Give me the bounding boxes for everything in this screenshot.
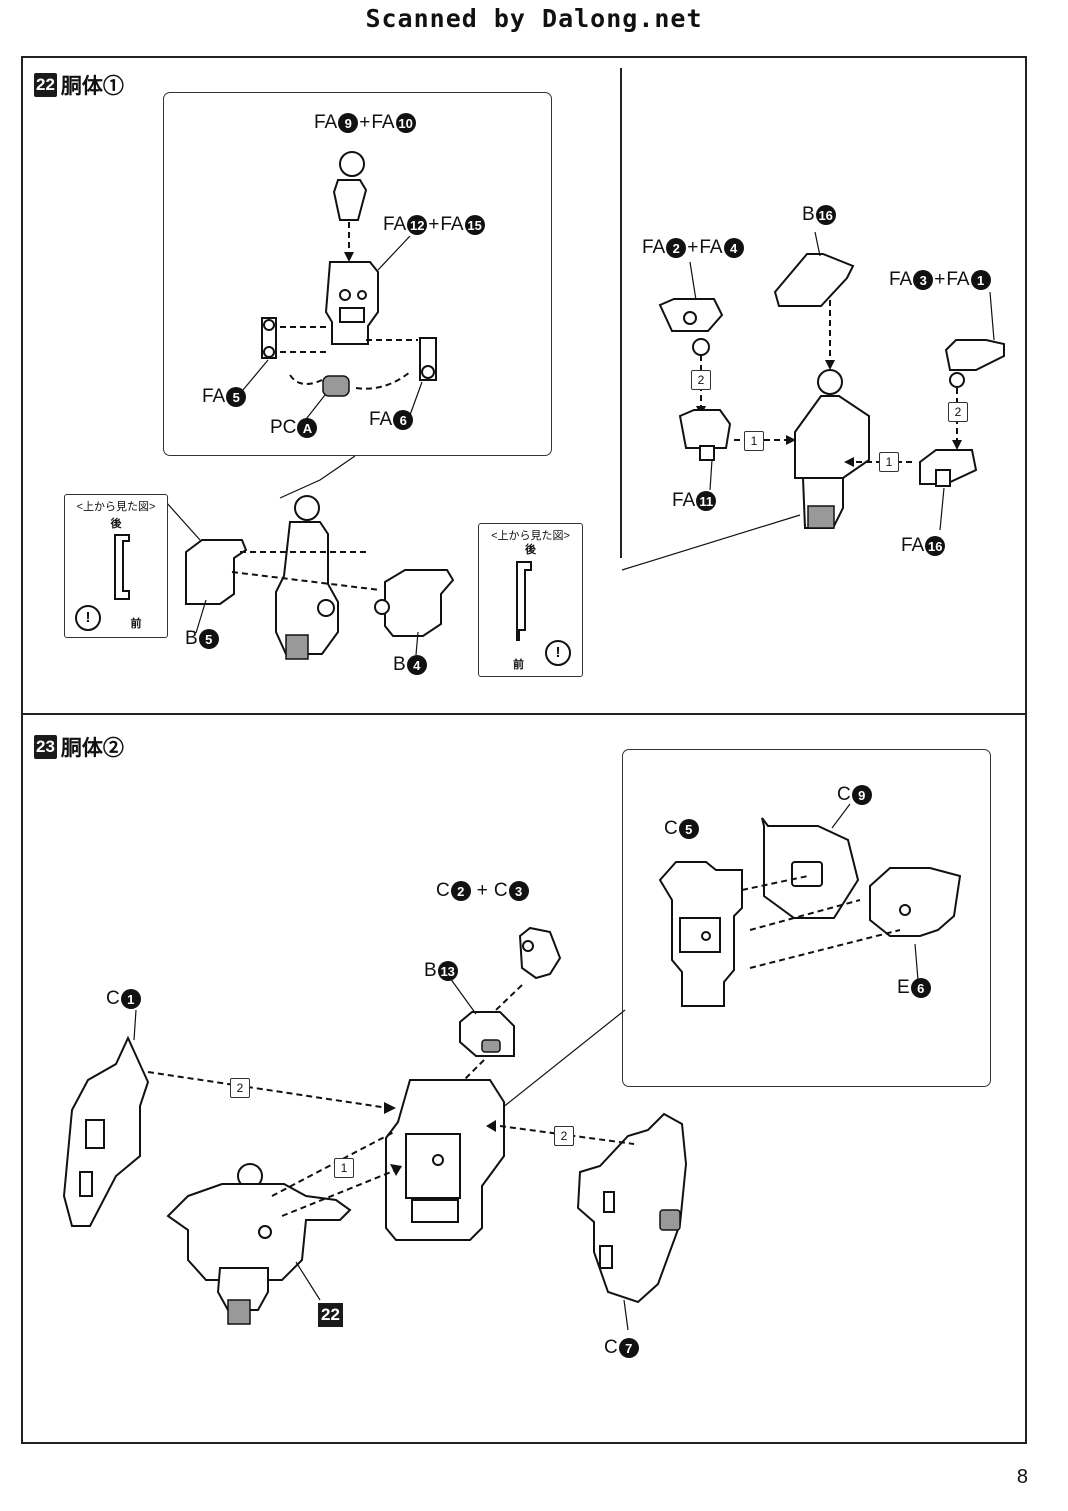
step22-fa11-part (678, 409, 732, 461)
step22-b5-part (185, 539, 248, 605)
step23-heading: 23 胴体② (34, 732, 124, 762)
step22-fa2-fa4-part (658, 298, 724, 356)
step23-badge: 23 (34, 735, 57, 759)
order-marker: 2 (691, 370, 711, 390)
step22-b16-part (773, 253, 855, 307)
inset22-pca-part (322, 375, 350, 397)
top-view-front: 前 (513, 659, 524, 671)
step23-b13-part (459, 1011, 515, 1057)
caution-icon: ! (545, 640, 571, 666)
top-view-box-left: <上から見た図> 後 ! 前 (64, 494, 168, 638)
step22-reference-badge: 22 (318, 1303, 343, 1327)
top-view-front: 前 (130, 618, 142, 630)
top-view-back: 後 (110, 518, 122, 530)
watermark: Scanned by Dalong.net (365, 4, 703, 33)
caution-icon: ! (75, 605, 101, 631)
order-marker: 2 (554, 1126, 574, 1146)
page-frame (21, 56, 1027, 1444)
step22-column-divider (620, 68, 622, 558)
step22-torso-frame (275, 495, 339, 660)
inset23-e6-part (869, 867, 962, 937)
step23-c7-part (576, 1112, 688, 1304)
step22-b4-part (374, 569, 455, 637)
step22-right-torso (794, 369, 870, 529)
top-view-shape (516, 561, 532, 641)
order-marker: 1 (879, 452, 899, 472)
step22-fa16-part (919, 449, 978, 487)
top-view-shape (114, 534, 130, 600)
top-view-title: <上から見た図> (76, 501, 156, 513)
step22-badge: 22 (34, 73, 57, 97)
top-view-box-right: <上から見た図> 後 前 ! (478, 523, 583, 677)
step23-c2-c3-part (518, 926, 562, 980)
step22-heading: 22 胴体① (34, 70, 124, 100)
order-marker: 1 (744, 431, 764, 451)
inset23-c5-part (658, 861, 743, 1007)
order-marker: 2 (948, 402, 968, 422)
page-number: 8 (1016, 1466, 1028, 1488)
inset22-frame-part (324, 261, 379, 345)
order-marker: 2 (230, 1078, 250, 1098)
step22-fa3-fa1-part (944, 339, 1005, 388)
inset23-c9-part (761, 817, 860, 919)
inset22-ball-joint-part (332, 151, 368, 221)
top-view-title: <上から見た図> (491, 530, 570, 542)
inset22-fa5-part (261, 317, 277, 359)
section-divider (21, 713, 1027, 715)
step22-title: 胴体① (60, 75, 124, 98)
top-view-back: 後 (525, 544, 536, 556)
step23-detail-inset (622, 749, 991, 1087)
step23-title: 胴体② (60, 737, 124, 760)
inset22-fa6-part (419, 337, 437, 381)
step23-center-torso (385, 1079, 505, 1241)
step23-ref22-torso (166, 1163, 352, 1325)
step23-c1-part (62, 1035, 150, 1227)
order-marker: 1 (334, 1158, 354, 1178)
